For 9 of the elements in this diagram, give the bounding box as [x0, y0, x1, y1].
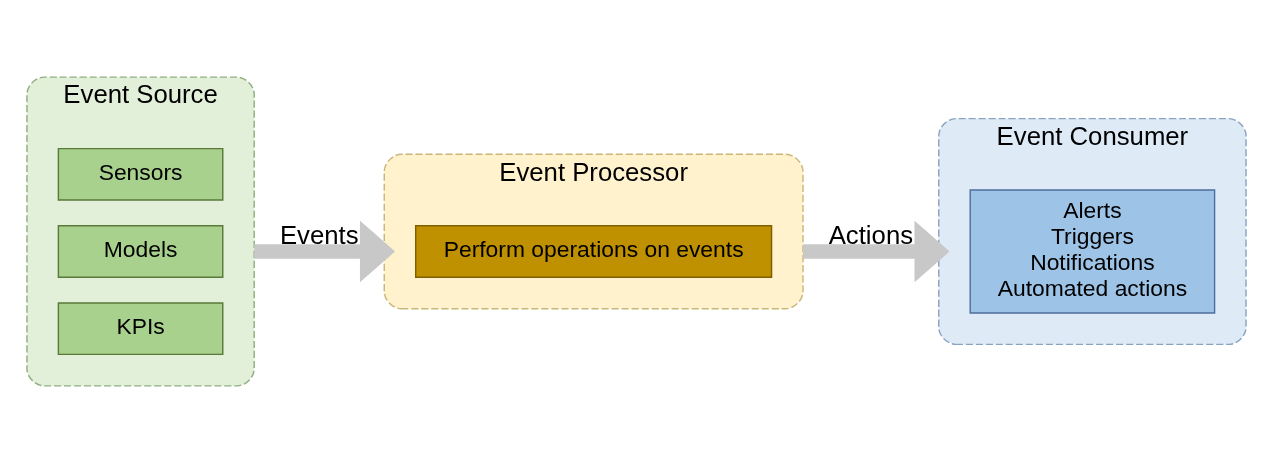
node-box: KPIs: [57, 301, 224, 355]
node-box: Alerts Triggers Notifications Automated actions: [969, 188, 1216, 314]
arrow: [803, 220, 950, 282]
node-box: Models: [57, 224, 224, 278]
node-box: Sensors: [57, 147, 224, 201]
edge-label: Events: [279, 220, 359, 248]
node-box: Perform operations on events: [414, 224, 773, 278]
arrow: [254, 220, 396, 282]
edge-label: Actions: [828, 220, 914, 248]
